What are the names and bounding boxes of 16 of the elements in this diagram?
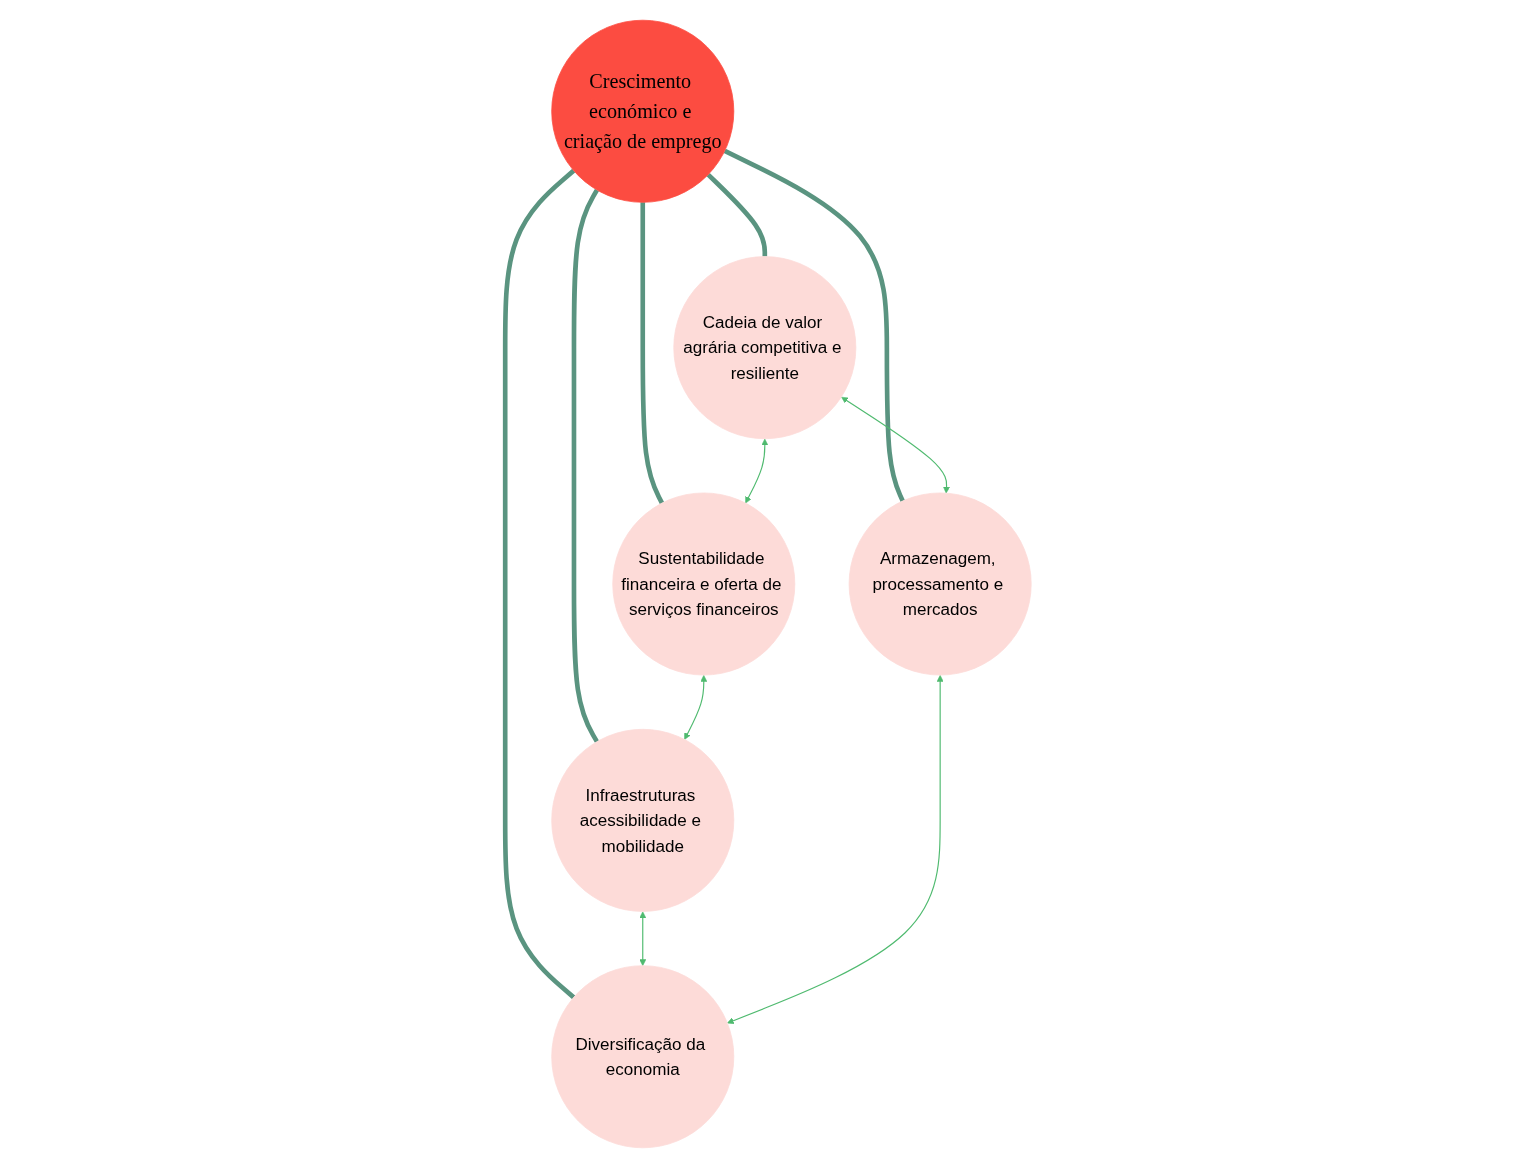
arrow xyxy=(841,396,950,494)
node-circle: Sustentabilidade financeira e oferta de serviços financeiros xyxy=(612,492,796,676)
arrow xyxy=(745,438,768,504)
connector xyxy=(502,168,575,1000)
node-circle: Crescimento económico e criação de emprego xyxy=(551,19,734,203)
connector xyxy=(640,202,664,505)
connector xyxy=(706,172,767,257)
arrow xyxy=(726,675,944,1024)
connector xyxy=(571,188,599,743)
node-circle: Armazenagem, processamento e mercados xyxy=(848,492,1032,676)
arrow xyxy=(684,675,707,740)
arrow xyxy=(639,911,646,966)
node-circle: Infraestruturas acessibilidade e mobilidade xyxy=(551,728,734,912)
node-circle: Cadeia de valor agrária competitiva e resiliente xyxy=(673,256,857,440)
node-circle: Diversificação da economia xyxy=(551,965,734,1149)
connector xyxy=(723,148,905,502)
